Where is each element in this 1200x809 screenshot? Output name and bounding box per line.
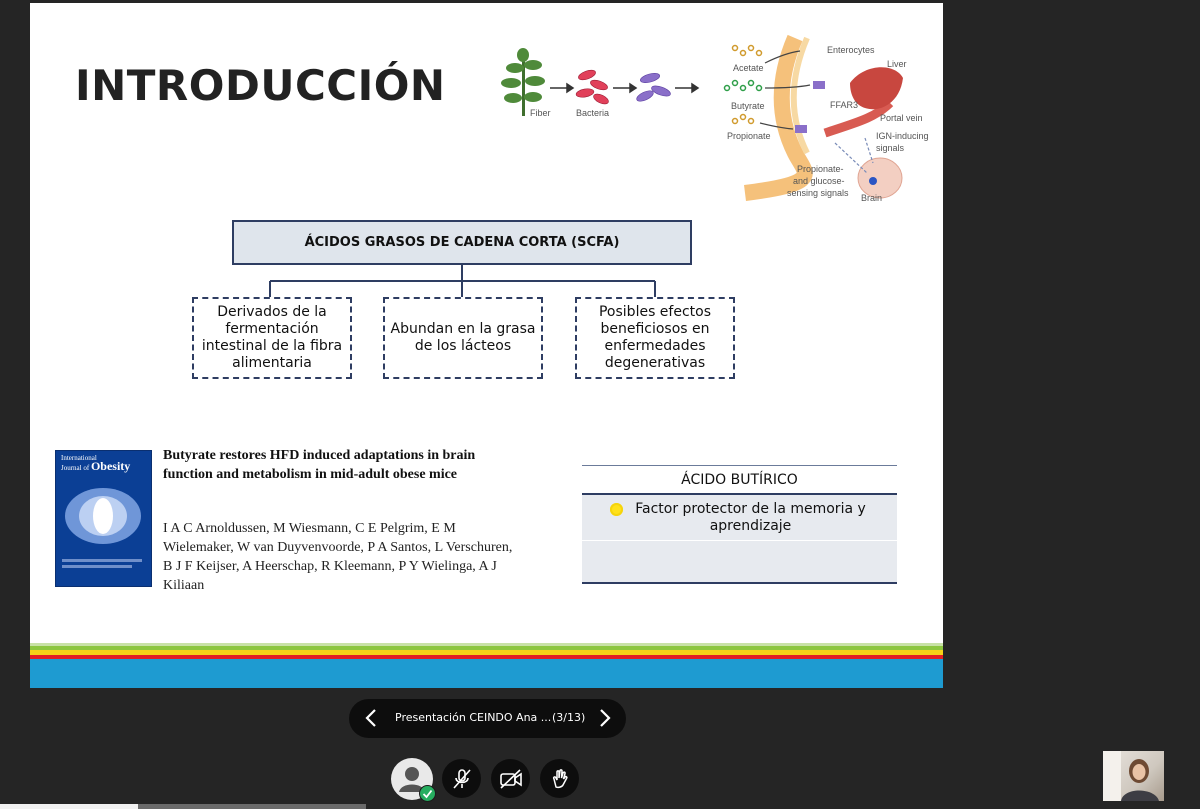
label-acetate: Acetate bbox=[733, 63, 764, 73]
chevron-left-icon bbox=[365, 709, 376, 727]
scfa-child-dairy-fat: Abundan en la grasa de los lácteos bbox=[383, 297, 543, 379]
bottom-strip bbox=[138, 804, 366, 809]
table-row bbox=[582, 541, 897, 584]
scfa-child-beneficial-effects: Posibles efectos beneficiosos en enferme… bbox=[575, 297, 735, 379]
label-butyrate: Butyrate bbox=[731, 101, 765, 111]
journal-name: Obesity bbox=[90, 459, 131, 473]
presentation-slide: INTRODUCCIÓN bbox=[30, 3, 943, 688]
presentation-navigation: Presentación CEINDO Ana ... (3/13) bbox=[349, 699, 626, 738]
label-ign-line1: IGN-inducing bbox=[876, 131, 929, 141]
journal-cover: International Journal of Obesity bbox=[55, 450, 152, 587]
participant-avatar-button[interactable] bbox=[391, 758, 436, 802]
label-bacteria: Bacteria bbox=[576, 108, 610, 118]
bottom-strip bbox=[0, 804, 138, 809]
microphone-off-icon bbox=[452, 768, 471, 789]
label-ign-line2: signals bbox=[876, 143, 905, 153]
table-cell: Factor protector de la memoria y aprendi… bbox=[635, 500, 866, 534]
label-prop-line1: Propionate- bbox=[797, 164, 844, 174]
self-view-video[interactable] bbox=[1103, 751, 1164, 801]
scfa-child-fermentation: Derivados de la fermentación intestinal … bbox=[192, 297, 352, 379]
camera-off-icon bbox=[499, 768, 522, 789]
label-fiber: Fiber bbox=[530, 108, 551, 118]
scfa-pathway-figure: Fiber Bacteria Acetate Butyrate Propiona… bbox=[495, 33, 929, 213]
table-header: ÁCIDO BUTÍRICO bbox=[582, 465, 897, 495]
table-row: Factor protector de la memoria y aprendi… bbox=[582, 495, 897, 541]
slide-footer-stripes bbox=[30, 643, 943, 688]
camera-toggle-button[interactable] bbox=[491, 759, 530, 798]
chevron-right-icon bbox=[600, 709, 611, 727]
label-ffar3: FFAR3 bbox=[830, 100, 859, 110]
diagram-connectors bbox=[269, 265, 656, 297]
label-prop-line2: and glucose- bbox=[793, 176, 845, 186]
presentation-title: Presentación CEINDO Ana ... bbox=[395, 711, 552, 724]
label-brain: Brain bbox=[861, 193, 883, 203]
journal-cover-stripe bbox=[62, 559, 142, 562]
butyric-acid-table: ÁCIDO BUTÍRICO Factor protector de la me… bbox=[582, 465, 897, 585]
scfa-root-node: ÁCIDOS GRASOS DE CADENA CORTA (SCFA) bbox=[232, 220, 692, 265]
raise-hand-button[interactable] bbox=[540, 759, 579, 798]
page-counter: (3/13) bbox=[552, 711, 586, 724]
user-icon bbox=[399, 767, 425, 792]
journal-cover-art bbox=[65, 488, 141, 544]
label-enterocytes: Enterocytes bbox=[827, 45, 875, 55]
slide-title: INTRODUCCIÓN bbox=[75, 61, 446, 110]
label-prop-line3: sensing signals bbox=[787, 188, 849, 198]
paper-authors: I A C Arnoldussen, M Wiesmann, C E Pelgr… bbox=[163, 521, 513, 593]
participant-video-frame bbox=[1103, 751, 1159, 801]
microphone-toggle-button[interactable] bbox=[442, 759, 481, 798]
bullet-sun-icon bbox=[610, 503, 623, 516]
label-liver: Liver bbox=[887, 59, 907, 69]
previous-slide-button[interactable] bbox=[361, 707, 383, 729]
journal-line1: International bbox=[61, 454, 97, 462]
label-propionate: Propionate bbox=[727, 131, 771, 141]
label-portal-vein: Portal vein bbox=[880, 113, 923, 123]
hand-icon bbox=[552, 768, 568, 788]
journal-cover-stripe bbox=[62, 565, 132, 568]
next-slide-button[interactable] bbox=[593, 707, 615, 729]
checkmark-status-icon bbox=[419, 785, 436, 802]
journal-line2: Journal of bbox=[61, 464, 90, 472]
pathway-illustration bbox=[501, 34, 903, 201]
journal-masthead: International Journal of Obesity bbox=[61, 454, 130, 472]
paper-title: Butyrate restores HFD induced adaptation… bbox=[163, 448, 476, 482]
